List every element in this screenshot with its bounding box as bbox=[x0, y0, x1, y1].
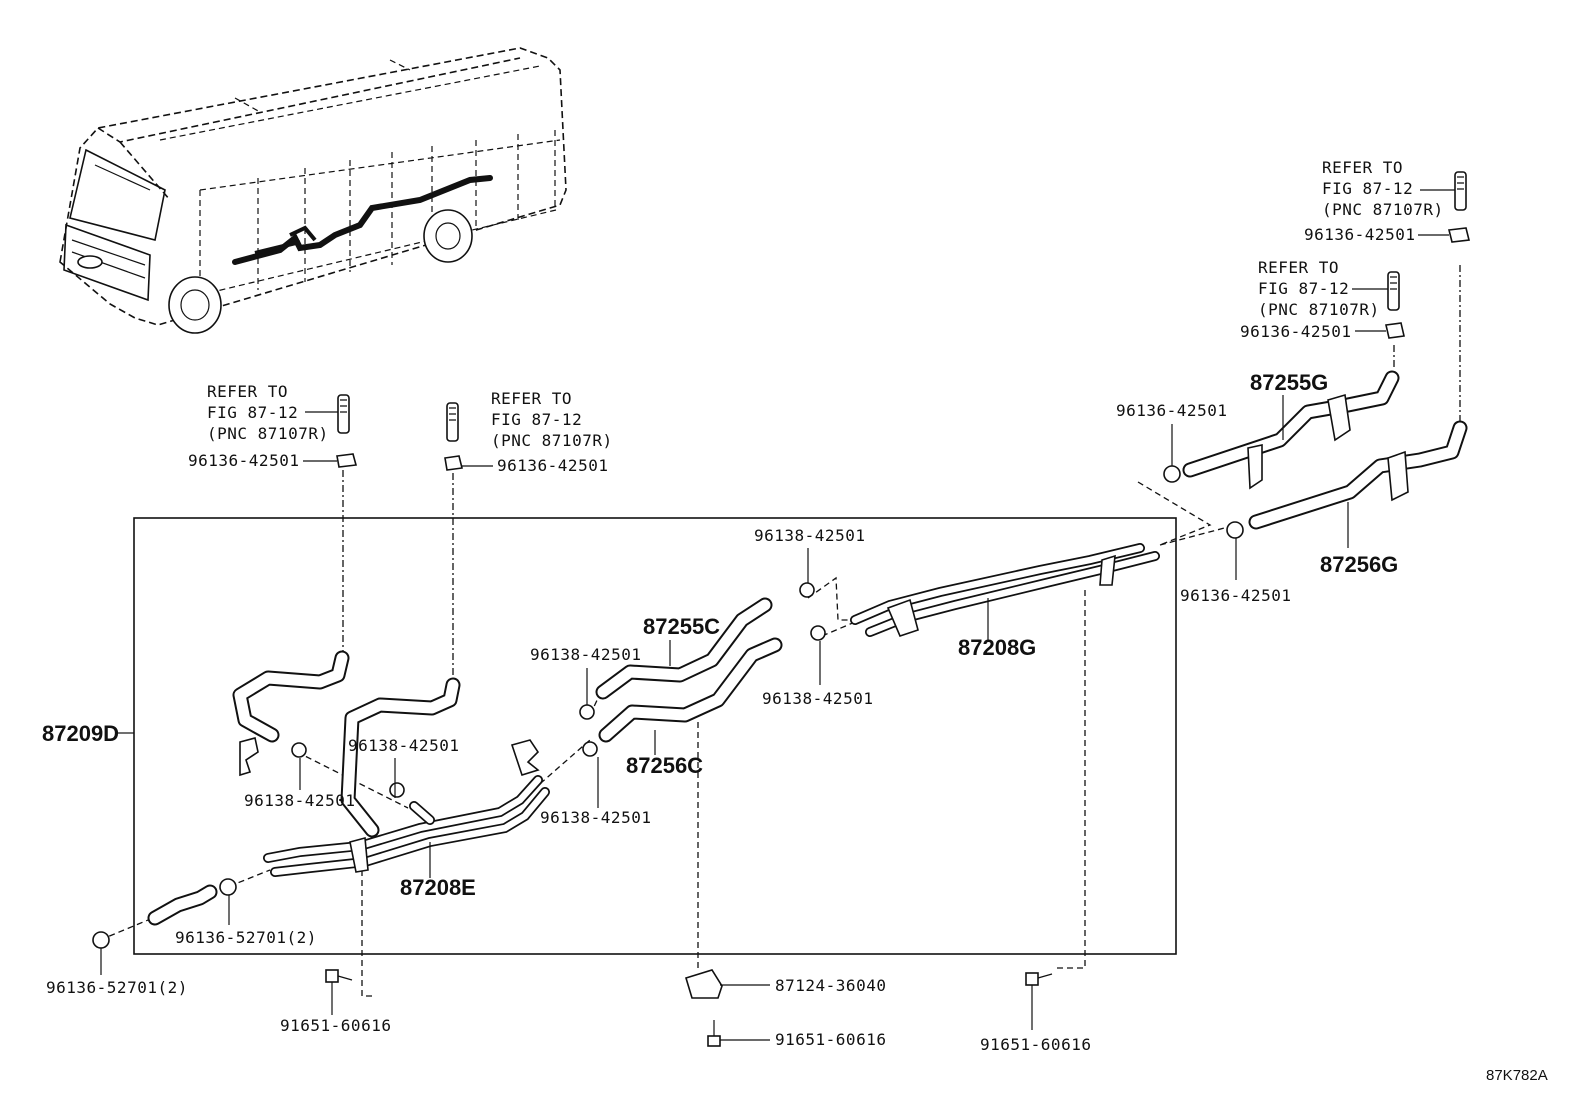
bolt-icon bbox=[707, 1020, 721, 1047]
part-label[interactable]: 91651-60616 bbox=[980, 1035, 1091, 1054]
part-label[interactable]: 96138-42501 bbox=[348, 736, 459, 755]
bus-illustration bbox=[59, 47, 567, 334]
part-label[interactable]: 96138-42501 bbox=[762, 689, 873, 708]
part-label[interactable]: 87256C bbox=[626, 753, 703, 778]
part-label[interactable]: 87256G bbox=[1320, 552, 1398, 577]
refer-to-line3: (PNC 87107R) bbox=[207, 424, 329, 443]
part-label[interactable]: 96136-42501 bbox=[1304, 225, 1415, 244]
part-label[interactable]: 96138-42501 bbox=[244, 791, 355, 810]
part-label[interactable]: 96136-42501 bbox=[497, 456, 608, 475]
refer-to-left-1: REFER TO FIG 87-12 (PNC 87107R) bbox=[207, 382, 329, 443]
assembly-box bbox=[133, 517, 1177, 955]
part-label[interactable]: 96138-42501 bbox=[540, 808, 651, 827]
part-label[interactable]: 87255G bbox=[1250, 370, 1328, 395]
part-label[interactable]: 96136-42501 bbox=[1240, 322, 1351, 341]
part-label[interactable]: 96138-42501 bbox=[530, 645, 641, 664]
refer-to-line3: (PNC 87107R) bbox=[1322, 200, 1444, 219]
part-label[interactable]: 91651-60616 bbox=[775, 1030, 886, 1049]
part-label[interactable]: 96136-42501 bbox=[1180, 586, 1291, 605]
part-label[interactable]: 96136-42501 bbox=[188, 451, 299, 470]
part-label[interactable]: 96136-42501 bbox=[1116, 401, 1227, 420]
refer-to-line2: FIG 87-12 bbox=[491, 410, 582, 429]
part-label[interactable]: 87255C bbox=[643, 614, 720, 639]
bolt-icon bbox=[1025, 972, 1053, 986]
fittings bbox=[92, 171, 1470, 1047]
hoses bbox=[147, 370, 1468, 926]
refer-to-right-2: REFER TO FIG 87-12 (PNC 87107R) bbox=[1258, 258, 1380, 319]
part-label[interactable]: 96138-42501 bbox=[754, 526, 865, 545]
refer-to-line3: (PNC 87107R) bbox=[491, 431, 613, 450]
part-label[interactable]: 91651-60616 bbox=[280, 1016, 391, 1035]
refer-to-line2: FIG 87-12 bbox=[1258, 279, 1349, 298]
refer-to-line1: REFER TO bbox=[1322, 158, 1403, 177]
part-label[interactable]: 87124-36040 bbox=[775, 976, 886, 995]
label-leaders bbox=[100, 189, 1455, 1041]
diagram-id: 87K782A bbox=[1486, 1067, 1548, 1084]
part-label[interactable]: 87209D bbox=[42, 721, 119, 746]
refer-to-line3: (PNC 87107R) bbox=[1258, 300, 1380, 319]
refer-to-left-2: REFER TO FIG 87-12 (PNC 87107R) bbox=[491, 389, 613, 450]
refer-to-line2: FIG 87-12 bbox=[207, 403, 298, 422]
refer-to-line1: REFER TO bbox=[1258, 258, 1339, 277]
refer-to-line1: REFER TO bbox=[491, 389, 572, 408]
refer-to-line1: REFER TO bbox=[207, 382, 288, 401]
bolt-icon bbox=[325, 969, 353, 983]
part-label[interactable]: 96136-52701(2) bbox=[46, 978, 188, 997]
part-label[interactable]: 87208G bbox=[958, 635, 1036, 660]
refer-to-line2: FIG 87-12 bbox=[1322, 179, 1413, 198]
refer-to-right-1: REFER TO FIG 87-12 (PNC 87107R) bbox=[1322, 158, 1444, 219]
part-label[interactable]: 87208E bbox=[400, 875, 476, 900]
part-label[interactable]: 96136-52701(2) bbox=[175, 928, 317, 947]
pipes bbox=[263, 543, 1160, 877]
dashed-leaders bbox=[99, 265, 1461, 997]
